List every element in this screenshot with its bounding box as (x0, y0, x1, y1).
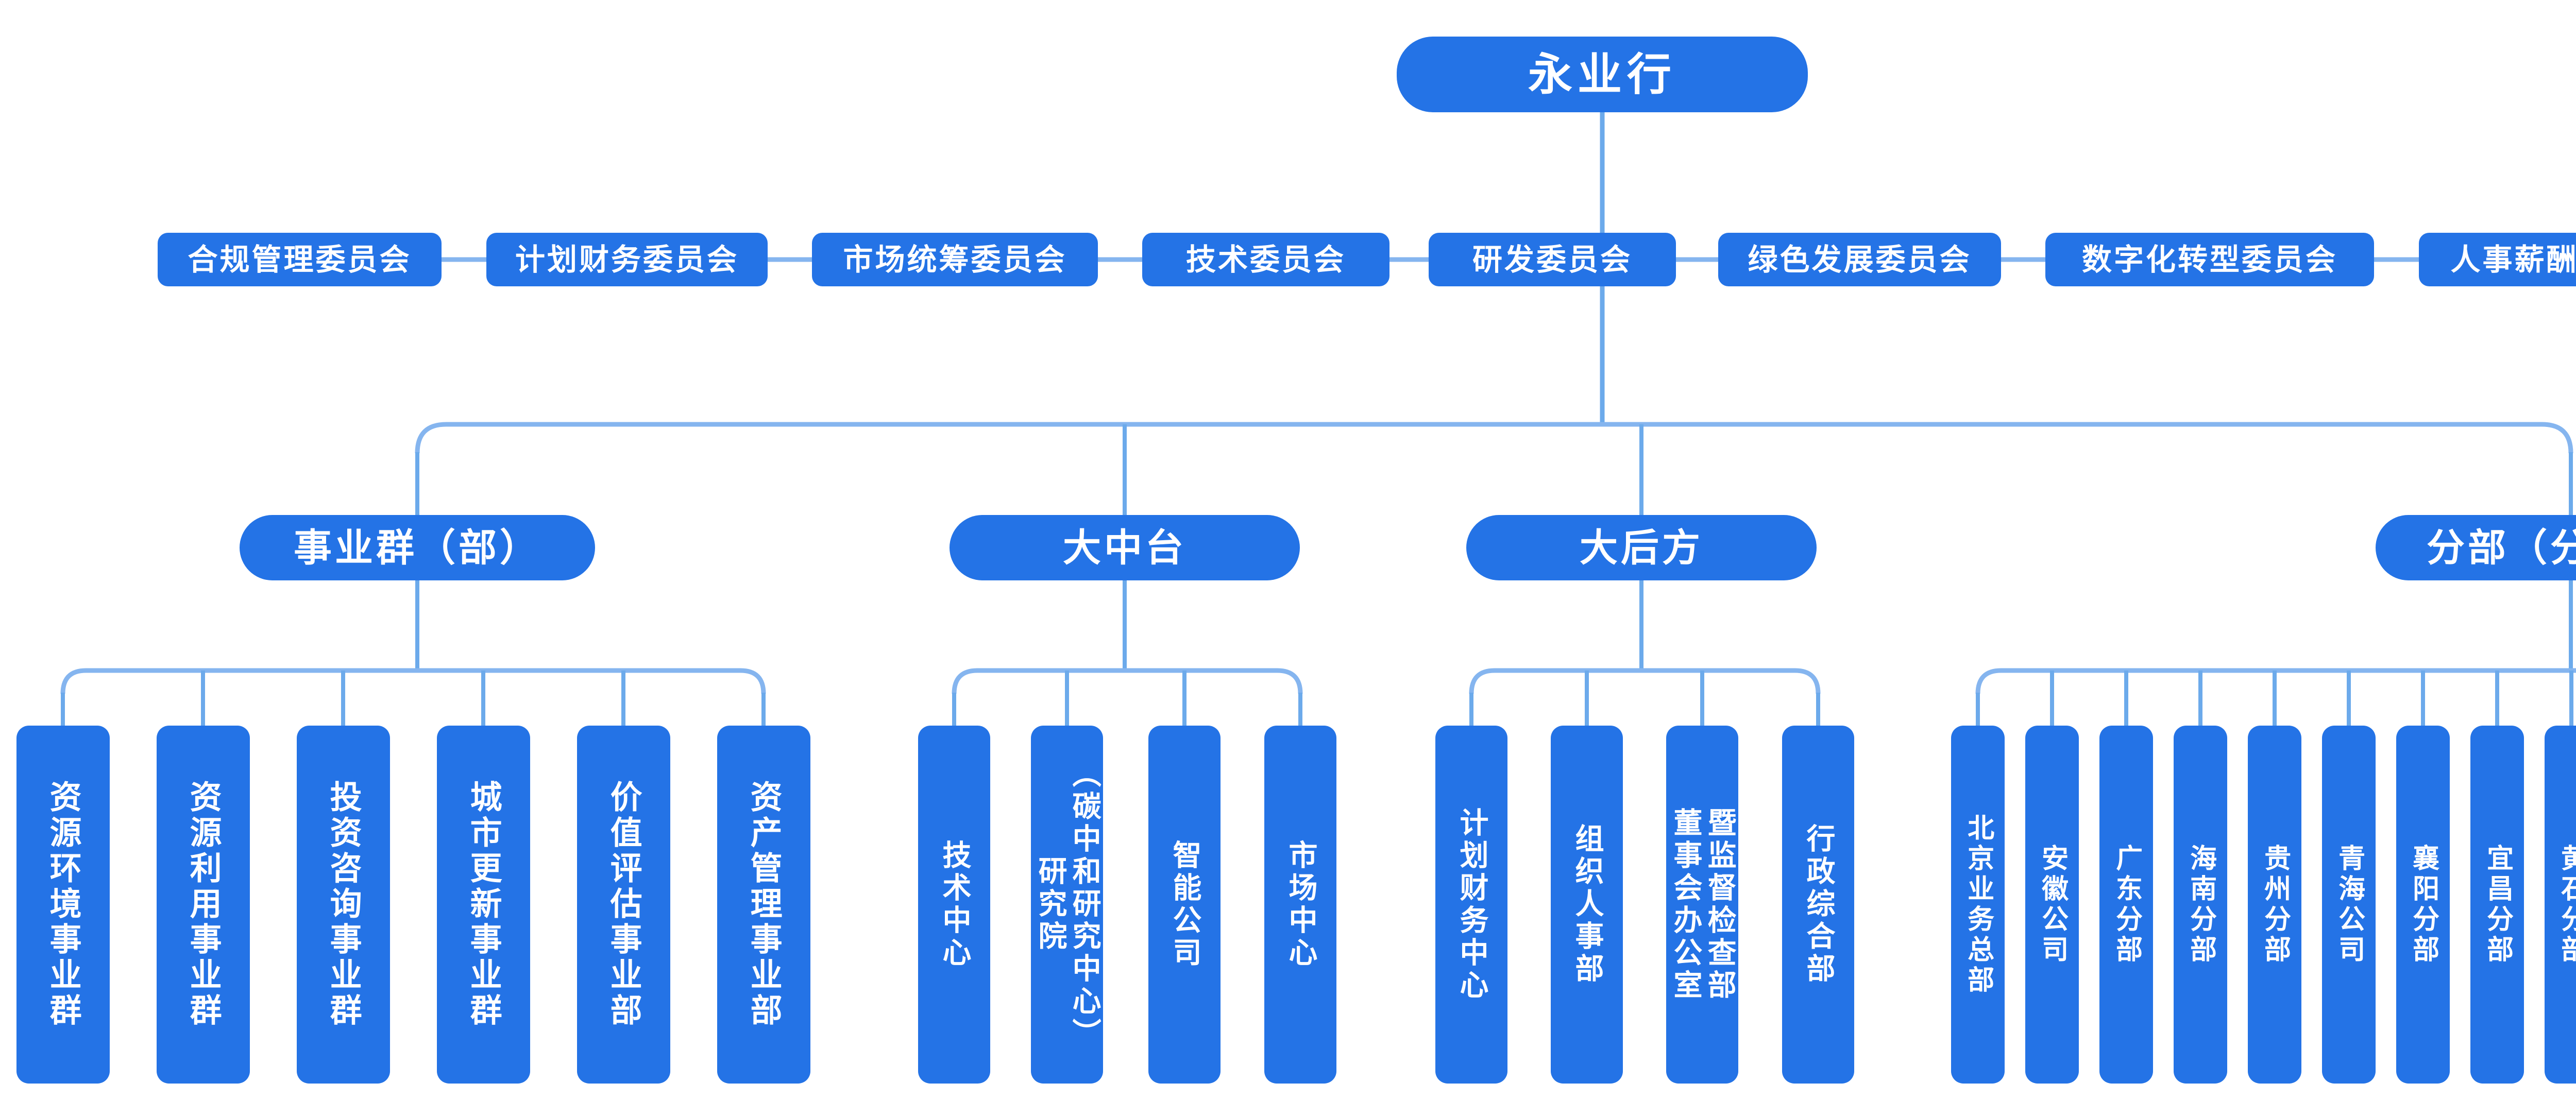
org-node-label: 计划财务中心 (1455, 807, 1489, 1002)
committee-box: 数字化转型委员会 (2045, 233, 2374, 286)
connector (60, 668, 766, 694)
org-node: 行政综合部 (1782, 726, 1854, 1084)
branch-pill: 大后方 (1466, 515, 1817, 580)
branch-pill: 大中台 (950, 515, 1300, 580)
org-node-label: 城市更新事业群 (464, 780, 502, 1029)
org-node: 城市更新事业群 (436, 726, 530, 1084)
org-node: 市场中心 (1264, 726, 1336, 1084)
connector (415, 422, 2573, 454)
org-node-label: 市场中心 (1284, 839, 1318, 970)
org-node: 资产管理事业部 (717, 726, 810, 1084)
branch-pill: 事业群（部） (240, 515, 595, 580)
org-node-label: 广东分部 (2111, 844, 2142, 966)
org-node-label: 北京业务总部 (1962, 813, 1994, 996)
org-node: 组织人事部 (1551, 726, 1623, 1084)
org-node: 资源利用事业群 (156, 726, 250, 1084)
committee-box: 人事薪酬委员会 (2419, 233, 2576, 286)
org-node-label: 青海公司 (2333, 844, 2365, 966)
org-node-label: 价值评估事业部 (604, 780, 642, 1029)
org-node-label: 行政综合部 (1802, 823, 1836, 986)
committee-box: 市场统筹委员会 (812, 233, 1098, 286)
org-node: 智能公司 (1148, 726, 1221, 1084)
committee-box: 技术委员会 (1142, 233, 1389, 286)
org-node-label: 资产管理事业部 (744, 780, 783, 1029)
committee-box: 合规管理委员会 (158, 233, 442, 286)
org-node: 研究院 （碳中和研究中心） (1031, 726, 1103, 1084)
org-node: 广东分部 (2099, 726, 2153, 1084)
committee-box: 研发委员会 (1429, 233, 1676, 286)
committee-box: 绿色发展委员会 (1718, 233, 2001, 286)
org-node-label: 技术中心 (938, 839, 972, 970)
org-node-label: 组织人事部 (1570, 823, 1604, 986)
org-node: 襄阳分部 (2396, 726, 2450, 1084)
org-node-label: 贵州分部 (2259, 844, 2291, 966)
branch-pill: 分部（分公司） (2376, 515, 2576, 580)
org-node: 董事会办公室 暨监督检查部 (1666, 726, 1738, 1084)
org-node-label: 投资咨询事业群 (324, 780, 362, 1029)
org-node: 价值评估事业部 (577, 726, 670, 1084)
org-node-label: 资源环境事业群 (44, 780, 82, 1029)
org-node-label: 智能公司 (1168, 839, 1202, 970)
connector (1975, 668, 2576, 694)
org-node-label: 宜昌分部 (2482, 844, 2513, 966)
connector (952, 668, 1303, 694)
org-node-label: 研究院 （碳中和研究中心） (1033, 759, 1101, 1051)
org-node-label: 安徽公司 (2037, 844, 2068, 966)
root-node: 永业行 (1397, 37, 1808, 112)
org-node: 北京业务总部 (1951, 726, 2005, 1084)
org-node: 黄石分部 (2545, 726, 2576, 1084)
org-node: 投资咨询事业群 (296, 726, 390, 1084)
org-node: 安徽公司 (2025, 726, 2079, 1084)
connector (1469, 668, 1821, 694)
org-node-label: 董事会办公室 暨监督检查部 (1669, 807, 1737, 1002)
org-node: 贵州分部 (2248, 726, 2301, 1084)
committee-box: 计划财务委员会 (486, 233, 768, 286)
org-node: 技术中心 (918, 726, 990, 1084)
org-node-label: 资源利用事业群 (184, 780, 222, 1029)
org-node: 宜昌分部 (2470, 726, 2524, 1084)
org-node: 青海公司 (2322, 726, 2376, 1084)
org-node-label: 海南分部 (2185, 844, 2216, 966)
org-node: 计划财务中心 (1435, 726, 1507, 1084)
org-node-label: 黄石分部 (2556, 844, 2576, 966)
org-node: 资源环境事业群 (16, 726, 110, 1084)
org-node: 海南分部 (2174, 726, 2227, 1084)
org-node-label: 襄阳分部 (2408, 844, 2439, 966)
